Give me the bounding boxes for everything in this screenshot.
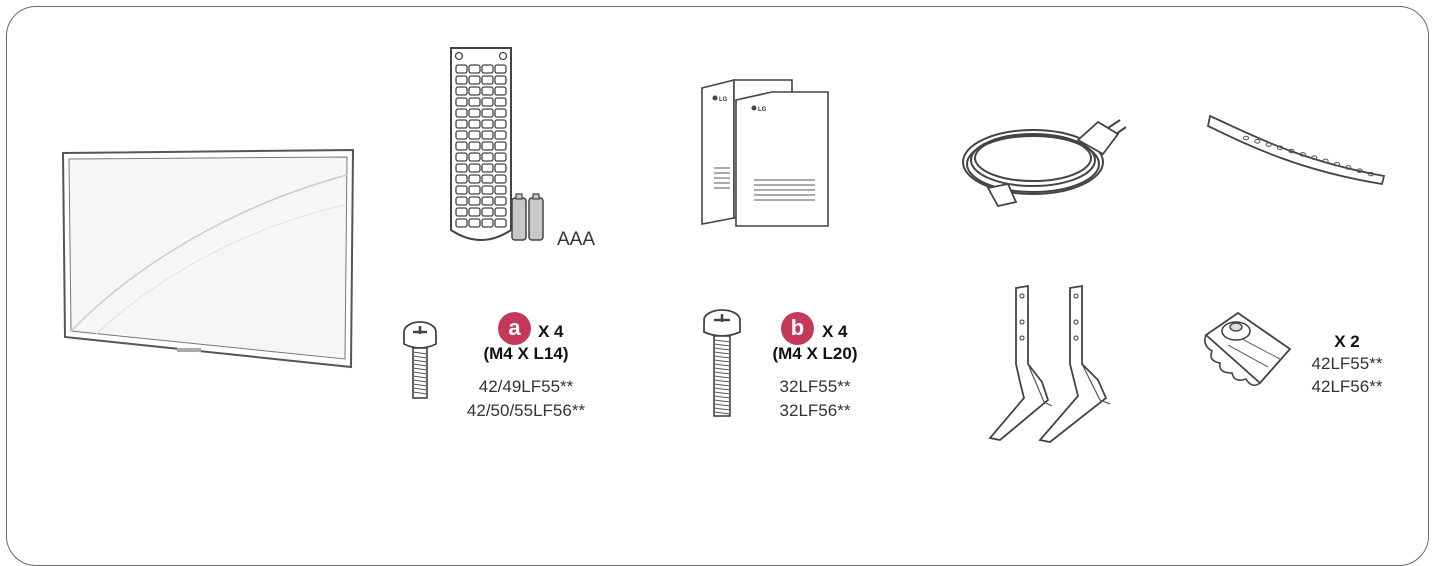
screw-b-model-2: 32LF56** <box>755 400 875 421</box>
cable-strap-illustration <box>1206 112 1391 190</box>
screw-b-count: X 4 <box>822 321 848 342</box>
spacer-model-2: 42LF56** <box>1302 376 1392 397</box>
spacer-count: X 2 <box>1307 331 1387 352</box>
screw-a-illustration <box>400 320 440 402</box>
spacer-illustration <box>1198 305 1298 391</box>
manual-booklets-illustration: LG LG <box>700 78 830 230</box>
remote-control-illustration <box>446 45 516 247</box>
screw-a-count: X 4 <box>538 321 564 342</box>
screw-b-model-1: 32LF55** <box>755 376 875 397</box>
screw-a-size: (M4 X L14) <box>456 343 596 364</box>
power-cord-illustration <box>958 110 1138 228</box>
screw-b-illustration <box>700 308 744 420</box>
screw-b-size: (M4 X L20) <box>750 343 880 364</box>
screw-a-model-1: 42/49LF55** <box>446 376 606 397</box>
stand-legs-illustration <box>980 282 1130 444</box>
spacer-model-1: 42LF55** <box>1302 353 1392 374</box>
manual-logo-back: LG <box>719 97 728 103</box>
manual-logo-front: LG <box>758 107 767 113</box>
screw-a-model-2: 42/50/55LF56** <box>446 400 606 421</box>
battery-pair-illustration <box>510 192 546 242</box>
tv-illustration <box>55 145 365 380</box>
battery-label: AAA <box>557 229 595 250</box>
screw-b-badge: b <box>781 312 814 345</box>
screw-a-badge: a <box>498 312 531 345</box>
